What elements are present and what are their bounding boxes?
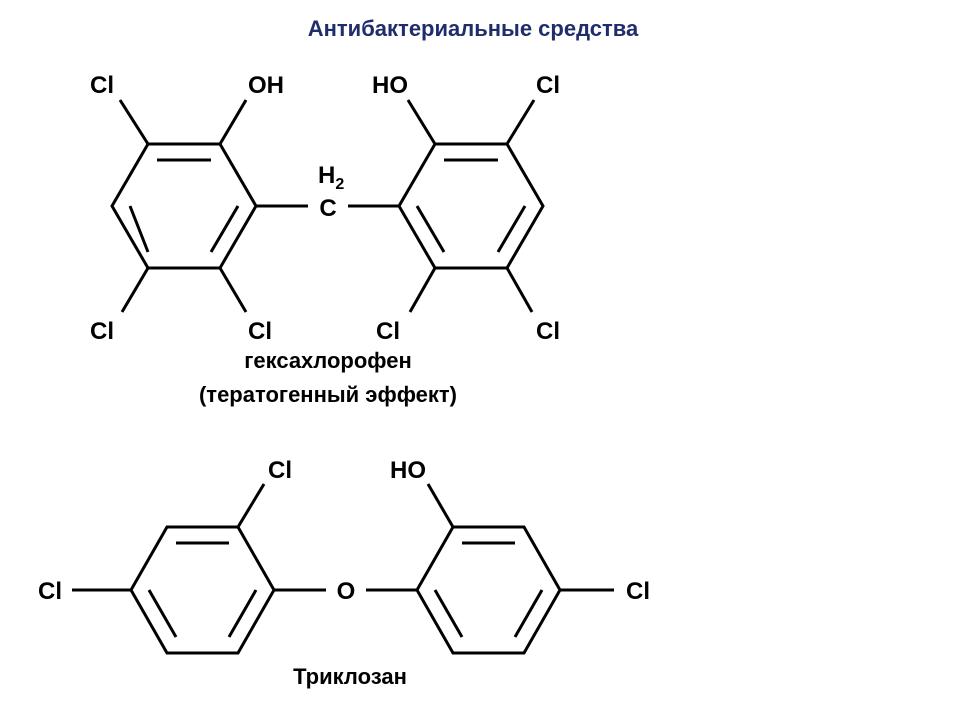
triclosan-right-ring-double-bond-left	[433, 589, 464, 638]
left-ring-double-bond-lower-right	[209, 205, 240, 253]
right-ring-double-bond-lower-left	[415, 205, 446, 253]
atom-h-methylene: H2	[318, 162, 344, 193]
bond-cl-top-left	[118, 99, 150, 145]
triclosan-name: Триклозан	[293, 664, 407, 689]
triclosan-left-ring-double-bond-left	[147, 589, 178, 638]
bond-cl-bottom-left	[120, 267, 150, 313]
hexachlorophene-structure: Cl OH HO Cl H2 C Cl Cl Cl Cl	[90, 72, 560, 345]
hexachlorophene-note: (тератогенный эффект)	[198, 382, 458, 407]
triclosan-right-ring-outline	[415, 525, 562, 655]
triclosan-atom-ho: HO	[390, 457, 426, 484]
atom-cl-bottom-inner-left: Cl	[248, 318, 272, 345]
bond-cl-top-right	[505, 99, 536, 145]
left-benzene-ring	[110, 142, 258, 270]
triclosan-atom-cl-right: Cl	[626, 578, 650, 605]
bond-cl-bottom-right	[505, 267, 534, 313]
triclosan-left-ring-outline	[129, 525, 276, 655]
atom-cl-bottom-right: Cl	[536, 318, 560, 345]
atom-c-methylene: C	[319, 195, 336, 222]
triclosan-bond-ho	[426, 483, 455, 528]
bond-oh	[218, 99, 248, 145]
right-ring-outline	[397, 142, 545, 270]
slide-title: Антибактериальные средства	[307, 16, 639, 41]
triclosan-right-ring	[415, 525, 562, 655]
right-benzene-ring	[397, 142, 545, 270]
right-ring-double-bond-right	[496, 205, 527, 253]
triclosan-right-ring-double-bond-right	[513, 589, 544, 638]
atom-h-label: H	[318, 162, 335, 189]
atom-h-subscript: 2	[335, 176, 344, 193]
triclosan-atom-cl-top: Cl	[268, 457, 292, 484]
triclosan-left-ring	[129, 525, 276, 655]
atom-cl-bottom-inner-right: Cl	[376, 318, 400, 345]
bond-cl-bottom-inner-right	[408, 267, 437, 313]
atom-oh: OH	[248, 72, 284, 99]
triclosan-structure: Cl HO Cl O Cl	[38, 457, 650, 655]
triclosan-bond-cl-top	[236, 483, 266, 528]
bond-cl-bottom-inner-left	[218, 267, 248, 313]
hexachlorophene-name: гексахлорофен	[244, 348, 412, 373]
atom-cl-bottom-left: Cl	[90, 318, 114, 345]
bond-ho	[406, 99, 437, 145]
triclosan-atom-o: O	[337, 578, 356, 605]
triclosan-atom-cl-left: Cl	[38, 578, 62, 605]
atom-cl-top-right: Cl	[536, 72, 560, 99]
atom-cl-top-left: Cl	[90, 72, 114, 99]
atom-ho: HO	[372, 72, 408, 99]
triclosan-left-ring-double-bond-right	[227, 589, 258, 638]
left-ring-outline	[110, 142, 258, 270]
left-ring-double-bond-left	[128, 205, 150, 253]
